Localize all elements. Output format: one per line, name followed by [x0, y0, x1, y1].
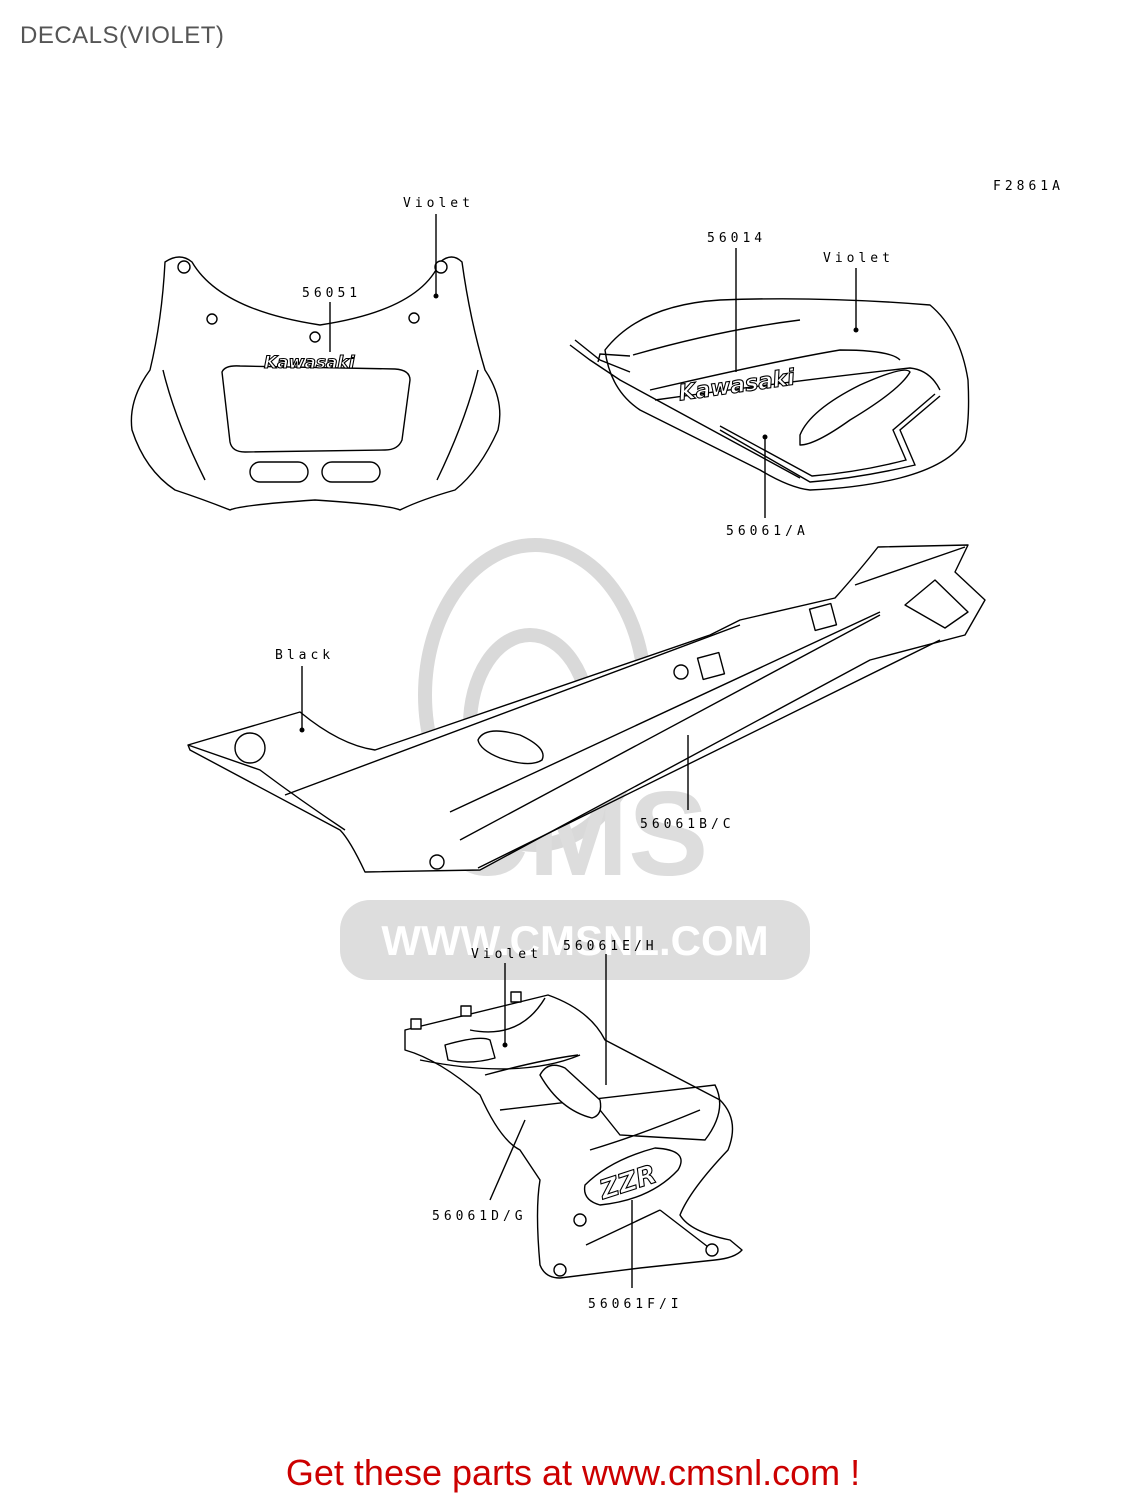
lower-zzr-panel: [583, 1147, 682, 1206]
label-lower-dg-part: 56061D/G: [432, 1209, 527, 1224]
lower-bolt-hole-1: [573, 1213, 587, 1227]
tank-stripe-56061a: [719, 395, 941, 483]
tail-color-marker: [299, 727, 305, 733]
fairing-vent-left: [249, 461, 309, 483]
lower-bolt-hole-3: [705, 1243, 719, 1257]
label-tail-color: Black: [275, 648, 334, 663]
tail-cowl: Black 56061B/C: [187, 544, 986, 873]
tank-stripe-marker: [762, 434, 768, 440]
tail-bolt-hole-mid: [673, 664, 689, 680]
lower-window: [444, 1037, 496, 1063]
tail-bolt-hole-left: [234, 732, 266, 764]
fuel-tank: Kawasaki 56014 Violet 56061/A: [569, 231, 970, 539]
lower-tab-3: [510, 991, 522, 1003]
tail-bolt-hole-bottom: [429, 854, 445, 870]
fairing-color-marker: [433, 293, 439, 299]
fairing-mount-hole-left-top: [177, 260, 191, 274]
page-title: DECALS(VIOLET): [20, 22, 225, 49]
lower-bolt-hole-2: [553, 1263, 567, 1277]
label-tank-part: 56014: [707, 231, 766, 246]
figure-id: F2861A: [993, 179, 1064, 194]
lower-scoop: [539, 1064, 602, 1119]
fairing-mount-hole-right: [408, 312, 420, 324]
label-lower-color: Violet: [471, 947, 542, 962]
label-lower-eh-part: 56061E/H: [563, 939, 658, 954]
fairing-screen-window: [221, 365, 411, 453]
label-tank-color: Violet: [823, 251, 894, 266]
front-fairing: Kawasaki 56051 Violet: [130, 196, 501, 511]
tank-color-marker: [853, 327, 859, 333]
fairing-kawasaki-logo: Kawasaki: [264, 353, 356, 373]
tail-square-2: [808, 602, 838, 632]
label-lower-fi-part: 56061F/I: [588, 1297, 683, 1312]
tank-stripe-swoosh: [799, 369, 911, 446]
tail-square-1: [696, 651, 726, 681]
lower-tab-2: [460, 1005, 472, 1017]
lower-tab-1: [410, 1018, 422, 1030]
fairing-mount-hole-right-top: [434, 260, 448, 274]
label-tail-stripe-part: 56061B/C: [640, 817, 735, 832]
lower-cowl: ZZR Violet 56061E/H 56061D/G 56061F/I: [404, 939, 743, 1312]
tail-lamp-recess: [904, 579, 969, 629]
label-tank-stripe-part: 56061/A: [726, 524, 809, 539]
label-fairing-part: 56051: [302, 286, 361, 301]
fairing-mount-hole-left: [206, 313, 218, 325]
leader-lower-dg: [489, 1119, 526, 1201]
tail-grab-slot: [477, 730, 544, 765]
footer-promo-link[interactable]: Get these parts at www.cmsnl.com !: [285, 1452, 861, 1493]
label-fairing-color: Violet: [403, 196, 474, 211]
fairing-mount-hole-center: [309, 331, 321, 343]
lower-color-marker: [502, 1042, 508, 1048]
fairing-vent-right: [321, 461, 381, 483]
